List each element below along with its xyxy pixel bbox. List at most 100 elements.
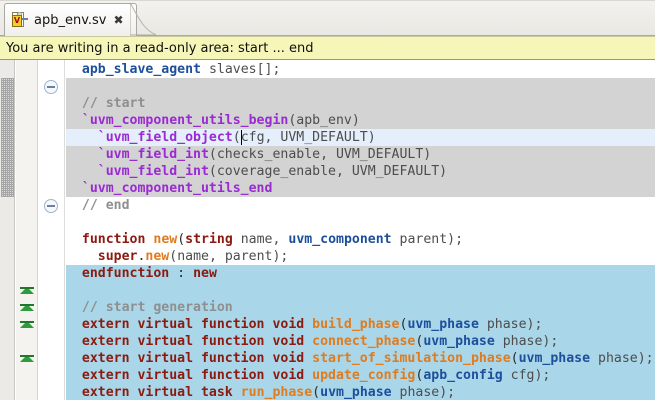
- token-pln: [304, 334, 312, 349]
- token-mac: `uvm_field_object: [97, 130, 233, 145]
- code-line[interactable]: // start: [66, 95, 655, 112]
- token-pln: phase);: [494, 334, 559, 349]
- override-marker-icon[interactable]: [20, 287, 34, 294]
- token-kw: string: [185, 232, 233, 247]
- close-icon[interactable]: ✖: [113, 13, 124, 27]
- override-marker-icon[interactable]: [20, 321, 34, 328]
- token-cmt: // start: [81, 96, 146, 111]
- token-pnc: (: [177, 232, 186, 247]
- indent: [66, 198, 82, 213]
- marker-gutter[interactable]: [16, 60, 38, 400]
- token-pln: (coverage_enable, UVM_DEFAULT): [208, 164, 448, 179]
- code-line[interactable]: extern virtual task run_phase(uvm_phase …: [66, 384, 655, 400]
- token-kw: super: [97, 249, 138, 264]
- token-pnc: (: [399, 317, 408, 332]
- token-kw: extern virtual task: [81, 385, 233, 400]
- code-line[interactable]: [66, 78, 655, 95]
- override-marker-icon[interactable]: [20, 355, 34, 362]
- editor-tab-label: apb_env.sv: [34, 12, 107, 28]
- indent: [66, 266, 82, 281]
- code-line[interactable]: [66, 282, 655, 299]
- token-fn: new: [145, 249, 170, 264]
- readonly-info-text: You are writing in a read-only area: sta…: [6, 40, 314, 56]
- indent: [66, 368, 82, 383]
- token-cmt: // end: [81, 198, 130, 213]
- code-line[interactable]: `uvm_field_object(cfg, UVM_DEFAULT): [66, 129, 655, 146]
- code-line[interactable]: `uvm_component_utils_begin(apb_env): [66, 112, 655, 129]
- token-fn: build_phase: [312, 317, 400, 332]
- token-mac: `uvm_field_int: [97, 164, 209, 179]
- generated-region-highlight: [66, 265, 655, 400]
- code-line[interactable]: `uvm_field_int(checks_enable, UVM_DEFAUL…: [66, 146, 655, 163]
- token-mac: `uvm_field_int: [97, 147, 209, 162]
- code-line[interactable]: // start generation: [66, 299, 655, 316]
- systemverilog-file-icon: V: [12, 12, 28, 28]
- token-pnc: (: [312, 385, 321, 400]
- indent: [66, 181, 82, 196]
- token-pln: (cfg, UVM_DEFAULT): [232, 130, 376, 145]
- folding-gutter[interactable]: [39, 60, 65, 400]
- token-mac: `uvm_component_utils_end: [81, 181, 273, 196]
- indent: [66, 317, 82, 332]
- indent: [66, 334, 82, 349]
- token-pnc: (: [510, 351, 519, 366]
- annotation-ruler[interactable]: [0, 60, 15, 400]
- token-pnc: (: [415, 368, 424, 383]
- token-kw: extern virtual function void: [81, 351, 305, 366]
- editor-tab-bar: V apb_env.sv ✖: [0, 0, 655, 36]
- code-line[interactable]: extern virtual function void connect_pha…: [66, 333, 655, 350]
- token-kw: extern virtual function void: [81, 368, 305, 383]
- indent: [66, 164, 98, 179]
- token-cmt: // start generation: [81, 300, 233, 315]
- token-pln: phase);: [478, 317, 543, 332]
- file-icon-badge: V: [12, 15, 22, 27]
- editor-tab-apb-env-sv[interactable]: V apb_env.sv ✖: [4, 3, 137, 36]
- code-line[interactable]: extern virtual function void start_of_si…: [66, 350, 655, 367]
- code-line[interactable]: extern virtual function void build_phase…: [66, 316, 655, 333]
- indent: [66, 300, 82, 315]
- fold-collapse-icon[interactable]: [44, 199, 58, 213]
- code-line[interactable]: apb_slave_agent slaves[];: [66, 61, 655, 78]
- override-marker-icon[interactable]: [20, 304, 34, 311]
- code-line[interactable]: super.new(name, parent);: [66, 248, 655, 265]
- token-typ: uvm_phase: [423, 334, 495, 349]
- token-pln: slaves[];: [208, 62, 281, 77]
- token-kw: extern virtual function void: [81, 334, 305, 349]
- token-pln: (checks_enable, UVM_DEFAULT): [208, 147, 432, 162]
- code-editor[interactable]: apb_slave_agent slaves[]; // start `uvm_…: [0, 60, 655, 400]
- code-line[interactable]: `uvm_field_int(coverage_enable, UVM_DEFA…: [66, 163, 655, 180]
- token-kw: new: [193, 266, 217, 281]
- indent: [66, 232, 82, 247]
- token-pln: [304, 351, 312, 366]
- token-pnc: (: [415, 334, 424, 349]
- indent: [66, 385, 82, 400]
- code-line[interactable]: [66, 214, 655, 231]
- token-fn: run_phase: [240, 385, 313, 400]
- token-mac: `uvm_component_utils_begin: [81, 113, 289, 128]
- readonly-range-indicator: [1, 78, 14, 197]
- indent: [66, 351, 82, 366]
- fold-collapse-icon[interactable]: [44, 80, 58, 94]
- code-line[interactable]: `uvm_component_utils_end: [66, 180, 655, 197]
- token-pln: parent);: [391, 232, 464, 247]
- code-line[interactable]: // end: [66, 197, 655, 214]
- token-pln: cfg);: [502, 368, 551, 383]
- current-line-highlight: [66, 129, 655, 146]
- token-typ: uvm_phase: [320, 385, 392, 400]
- token-typ: uvm_phase: [518, 351, 591, 366]
- code-line[interactable]: endfunction : new: [66, 265, 655, 282]
- token-pln: [304, 368, 312, 383]
- indent: [66, 147, 98, 162]
- indent: [66, 62, 82, 77]
- indent: [66, 249, 98, 264]
- code-line[interactable]: function new(string name, uvm_component …: [66, 231, 655, 248]
- indent: [66, 113, 82, 128]
- token-kw: extern virtual function void: [81, 317, 305, 332]
- code-surface[interactable]: apb_slave_agent slaves[]; // start `uvm_…: [66, 60, 655, 400]
- code-line[interactable]: extern virtual function void update_conf…: [66, 367, 655, 384]
- token-pln: [233, 385, 241, 400]
- token-fn: new: [153, 232, 178, 247]
- text-caret: [240, 130, 242, 145]
- token-pnc: .: [137, 249, 146, 264]
